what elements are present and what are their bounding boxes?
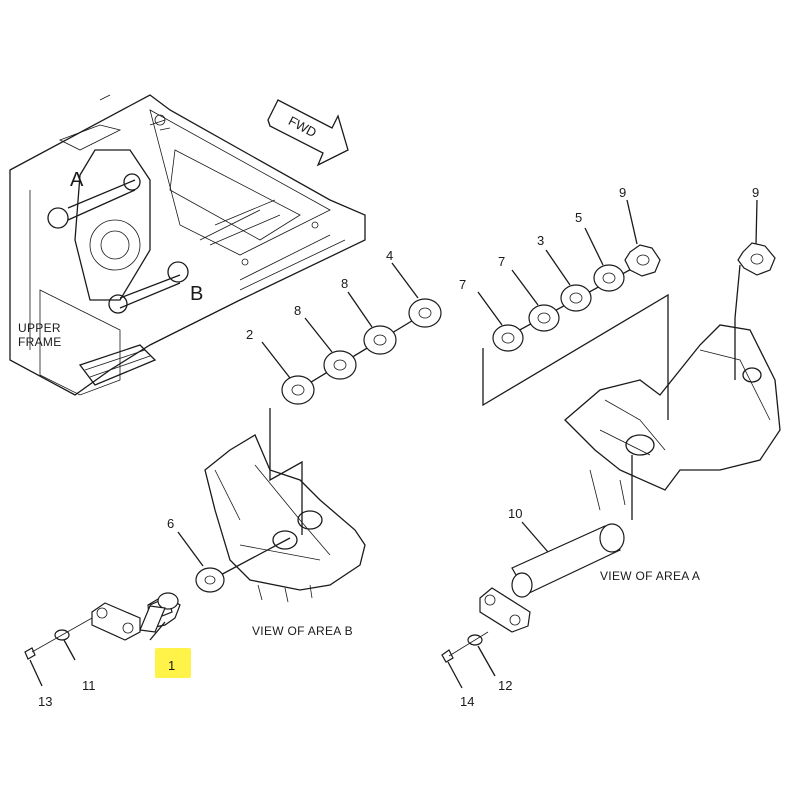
right-washer-stack — [482, 242, 776, 420]
view-area-b-caption: VIEW OF AREA B — [252, 624, 353, 638]
leader-lines — [29, 199, 758, 689]
upper-frame-label-line1: UPPER — [18, 321, 61, 335]
area-a-callout: A — [70, 169, 84, 191]
part-number-1: 1 — [168, 658, 175, 673]
part-number-10: 10 — [508, 506, 522, 521]
part-number-9-left: 9 — [619, 185, 626, 200]
part-number-4: 4 — [386, 248, 393, 263]
area-a-bracket — [564, 324, 781, 511]
part-number-7-right-a: 7 — [459, 277, 466, 292]
part-number-labels: 2 8 8 4 6 1 11 13 7 7 3 5 9 9 10 12 14 — [38, 185, 759, 709]
part-number-8-left-2: 8 — [341, 276, 348, 291]
left-pin-assembly — [24, 537, 291, 660]
forward-arrow-icon: FWD — [267, 99, 349, 167]
part-number-12: 12 — [498, 678, 512, 693]
part-number-3: 3 — [537, 233, 544, 248]
area-b-callout: B — [190, 283, 203, 305]
left-washer-stack — [269, 298, 442, 535]
area-b-bracket — [204, 434, 366, 603]
part-number-13: 13 — [38, 694, 52, 709]
right-pin-assembly — [441, 455, 633, 663]
part-1-highlight — [155, 648, 191, 678]
part-number-6: 6 — [167, 516, 174, 531]
part-number-2: 2 — [246, 327, 253, 342]
part-number-5: 5 — [575, 210, 582, 225]
part-number-7-right-b: 7 — [498, 254, 505, 269]
part-number-9-right: 9 — [752, 185, 759, 200]
part-number-8-left: 8 — [294, 303, 301, 318]
upper-frame-drawing — [9, 94, 366, 396]
part-number-11: 11 — [82, 678, 96, 693]
part-number-14: 14 — [460, 694, 474, 709]
upper-frame-label-line2: FRAME — [18, 335, 62, 349]
view-area-a-caption: VIEW OF AREA A — [600, 569, 700, 583]
